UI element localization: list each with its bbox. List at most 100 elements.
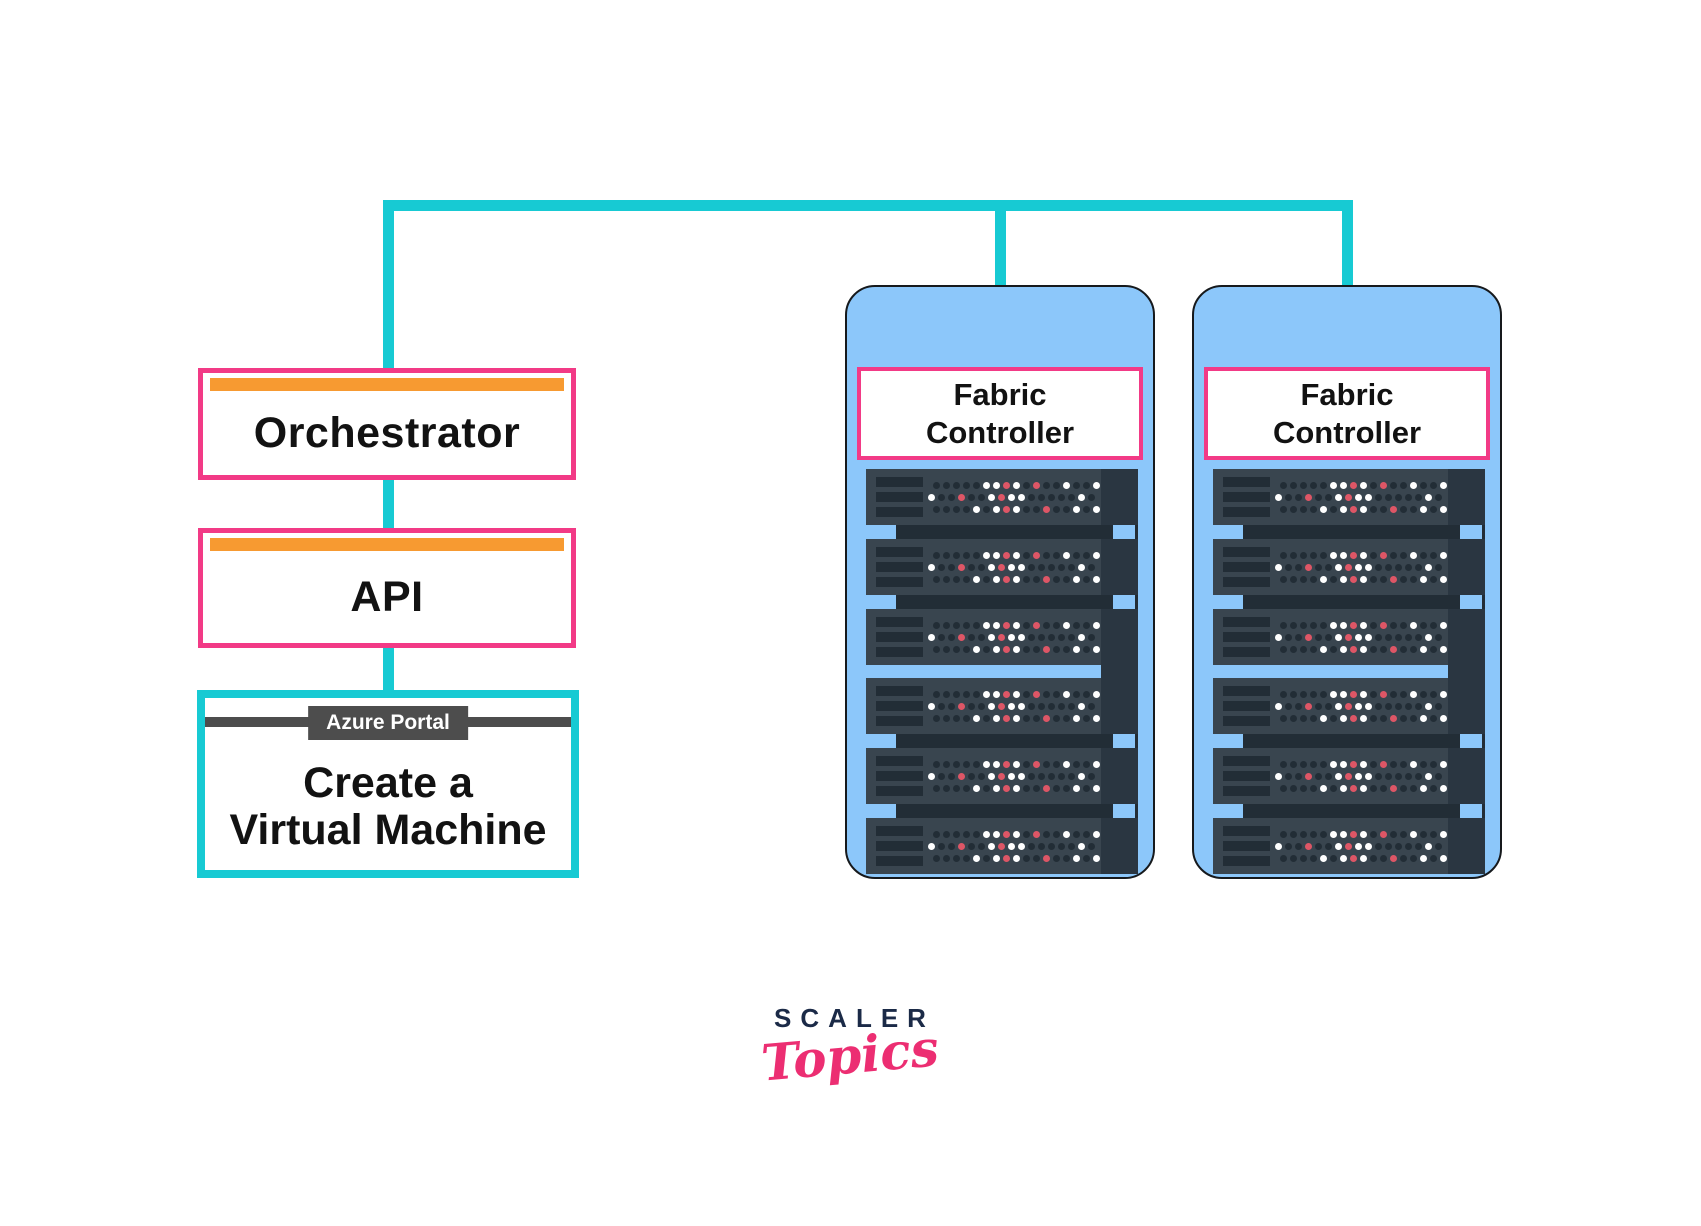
logo-scaler-text: SCALER [774, 1003, 935, 1033]
led-dot [1068, 702, 1075, 710]
led-dot [1440, 645, 1447, 653]
led-dot [1425, 842, 1432, 850]
led-dot [1053, 830, 1060, 838]
led-dot [953, 575, 960, 583]
led-dot [1320, 784, 1327, 792]
led-dot [1320, 551, 1327, 559]
led-dot [1023, 645, 1030, 653]
led-dot [1440, 854, 1447, 862]
handle-bar [1223, 632, 1270, 642]
led-dot [938, 633, 945, 641]
led-dot [983, 854, 990, 862]
led-dot [1440, 621, 1447, 629]
rack-divider-strip [1243, 734, 1485, 748]
led-dot [1295, 633, 1302, 641]
led-dot [1048, 842, 1055, 850]
led-dot [1350, 784, 1357, 792]
led-dot [1083, 481, 1090, 489]
led-dot [1310, 645, 1317, 653]
led-dot [943, 481, 950, 489]
led-dot [1300, 854, 1307, 862]
led-dot [1320, 621, 1327, 629]
rack-group-gap [866, 665, 1138, 678]
led-dot [1043, 575, 1050, 583]
led-dot [943, 645, 950, 653]
server-unit [1213, 469, 1485, 525]
connector-orchestrator-to-api [383, 480, 394, 528]
led-dot [1033, 714, 1040, 722]
led-dot [1380, 714, 1387, 722]
led-dot [1305, 563, 1312, 571]
led-dot [1360, 760, 1367, 768]
led-dot [1320, 854, 1327, 862]
led-dot [1325, 842, 1332, 850]
server-unit-side-panel [1101, 469, 1138, 525]
led-dot [998, 772, 1005, 780]
led-dot [1380, 621, 1387, 629]
led-dot [1028, 633, 1035, 641]
led-dot [1053, 784, 1060, 792]
led-dot [1395, 842, 1402, 850]
led-dot [1023, 784, 1030, 792]
led-dot [1053, 621, 1060, 629]
led-dot [1058, 842, 1065, 850]
led-dot [1365, 702, 1372, 710]
led-dot [1013, 690, 1020, 698]
led-dot [1340, 645, 1347, 653]
led-dot [938, 702, 945, 710]
led-row [933, 784, 1100, 792]
led-dot [1330, 481, 1337, 489]
led-dot [943, 505, 950, 513]
rack-divider-strip [1243, 804, 1485, 818]
led-dot [1340, 760, 1347, 768]
led-dot [943, 760, 950, 768]
server-unit [1213, 539, 1485, 595]
led-dot [1088, 772, 1095, 780]
led-dot [1053, 551, 1060, 559]
server-unit-handles [1223, 617, 1270, 657]
led-dot [1330, 621, 1337, 629]
led-dot [1400, 690, 1407, 698]
led-dot [963, 760, 970, 768]
led-dot [968, 563, 975, 571]
handle-bar [876, 826, 923, 836]
server-unit [866, 818, 1138, 874]
led-dot [963, 621, 970, 629]
led-dot [1350, 760, 1357, 768]
led-dot [1063, 830, 1070, 838]
led-dot [1068, 842, 1075, 850]
handle-bar [1223, 507, 1270, 517]
led-dot [1355, 633, 1362, 641]
led-dot [1088, 842, 1095, 850]
led-dot [1053, 645, 1060, 653]
led-dot [1415, 563, 1422, 571]
server-unit-handles [876, 686, 923, 726]
led-row [1275, 702, 1447, 710]
led-dot [1355, 842, 1362, 850]
server-unit-leds [1275, 551, 1447, 583]
led-dot [1290, 481, 1297, 489]
led-dot [983, 575, 990, 583]
led-dot [1375, 563, 1382, 571]
led-dot [1375, 702, 1382, 710]
led-row [933, 714, 1100, 722]
led-dot [963, 854, 970, 862]
rack-divider-strip [1243, 525, 1485, 539]
led-dot [1430, 830, 1437, 838]
led-dot [1340, 714, 1347, 722]
handle-bar [1223, 686, 1270, 696]
led-dot [993, 575, 1000, 583]
led-dot [1400, 854, 1407, 862]
led-dot [1033, 854, 1040, 862]
led-row [928, 842, 1100, 850]
led-dot [1280, 575, 1287, 583]
led-dot [1390, 714, 1397, 722]
led-dot [1375, 842, 1382, 850]
led-row [1280, 621, 1447, 629]
led-dot [1355, 772, 1362, 780]
server-unit [866, 748, 1138, 804]
server-unit-handles [876, 617, 923, 657]
led-dot [1043, 830, 1050, 838]
led-row [1275, 772, 1447, 780]
